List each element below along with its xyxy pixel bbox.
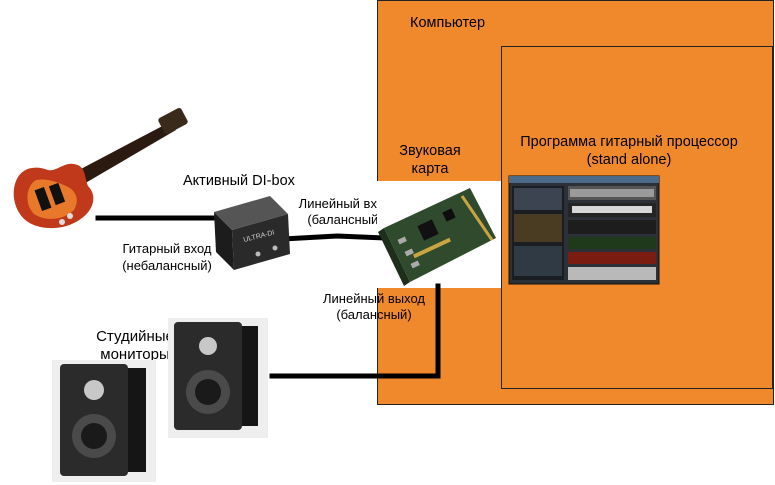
- guitar-icon: [13, 108, 188, 229]
- program-label-line2: (stand alone): [586, 152, 672, 168]
- guitar-input-label-line1: Гитарный вход: [122, 241, 212, 256]
- program-block: [501, 46, 773, 389]
- program-label-line1: Программа гитарный процессор: [520, 134, 738, 150]
- di-to-card-cable: [280, 233, 388, 242]
- monitors-label-line1: Студийные: [96, 328, 174, 345]
- line-input-label-line1: Линейный вход: [298, 196, 392, 211]
- line-output-label-line1: Линейный выход: [323, 291, 425, 306]
- guitar-input-label-line2: (небалансный): [122, 258, 212, 273]
- line-input-label-line2: (балансный): [307, 212, 383, 227]
- di-box-icon: ULTRA-DI: [214, 196, 290, 270]
- line-output-label-line2: (балансный): [336, 307, 412, 322]
- di-box-device-text: ULTRA-DI: [243, 229, 276, 243]
- monitors-label-line2: мониторы: [100, 346, 170, 363]
- sound-card-label-line1: Звуковая: [399, 143, 461, 159]
- sound-card-label-line2: карта: [411, 161, 449, 177]
- computer-label: Компьютер: [410, 15, 486, 31]
- di-box-label: Активный DI-box: [183, 173, 295, 189]
